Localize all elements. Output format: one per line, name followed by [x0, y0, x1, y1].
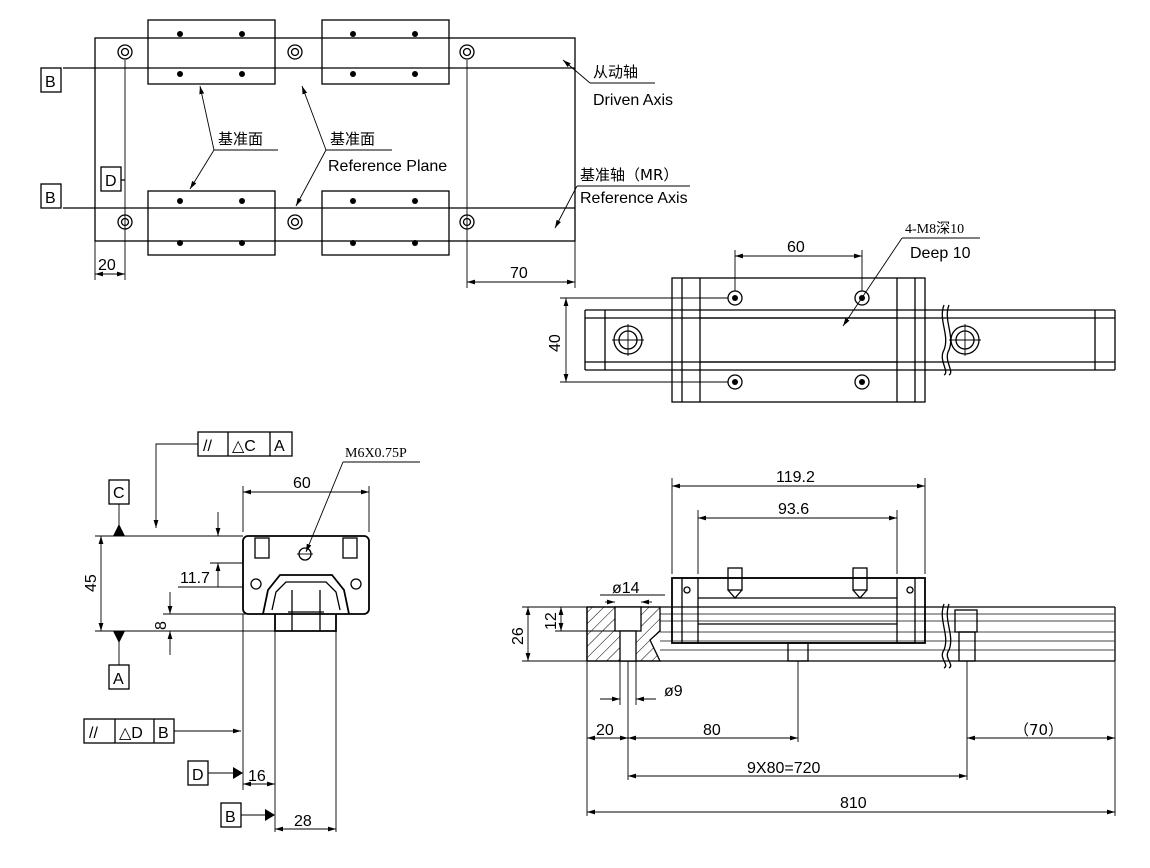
svg-text:△D: △D	[119, 725, 143, 742]
dim-12: 12	[543, 612, 560, 630]
datum-d-section: D	[192, 767, 204, 784]
dim-9x80: 9X80=720	[747, 760, 821, 777]
datum-b-section: B	[225, 809, 236, 826]
block-mount-holes	[727, 290, 870, 390]
frame-outline	[94, 37, 576, 242]
dim-phi14: ø14	[612, 580, 640, 597]
side-dim-70: （70）	[1014, 721, 1063, 739]
dim-45: 45	[83, 574, 100, 592]
carriage-block	[321, 19, 450, 85]
datum-a: A	[113, 671, 124, 688]
ref-plane-cn-2: 基准面	[330, 130, 375, 148]
ref-plane-cn-1: 基准面	[218, 130, 263, 148]
ref-axis-cn: 基准轴（MR）	[580, 166, 678, 184]
datum-d: D	[105, 173, 117, 190]
dim-phi9: ø9	[664, 683, 683, 700]
svg-text:B: B	[158, 725, 169, 742]
block-section	[242, 535, 370, 615]
side-dim-80: 80	[703, 722, 721, 739]
ref-axis-en: Reference Axis	[580, 190, 688, 207]
carriage-block	[147, 19, 276, 85]
dim-810: 810	[840, 795, 867, 812]
dim-26: 26	[510, 627, 527, 645]
side-dim-20: 20	[596, 722, 614, 739]
carriage-block	[147, 190, 276, 256]
dim-119-2: 119.2	[776, 469, 815, 486]
dim-93-6: 93.6	[778, 501, 809, 518]
ref-plane-en: Reference Plane	[328, 158, 447, 175]
svg-text:△C: △C	[232, 438, 256, 455]
slide-block-side	[671, 577, 926, 644]
carriage-block	[321, 190, 450, 256]
svg-text:A: A	[274, 438, 285, 455]
top-layout-view: B B D 20 70 从动轴 Driven Axis 基准面 基准面 Refe…	[40, 19, 690, 288]
block-top-detail: 60 40 4-M8深10 Deep 10	[547, 221, 1116, 403]
dim-8: 8	[153, 621, 170, 630]
section-dim-60: 60	[293, 475, 311, 492]
thread-note: M6X0.75P	[345, 446, 407, 461]
dim-11-7: 11.7	[180, 570, 210, 587]
detail-dim-40: 40	[547, 334, 564, 352]
datum-b-upper: B	[45, 74, 56, 91]
driven-axis-en: Driven Axis	[593, 92, 673, 109]
slide-block	[671, 277, 926, 403]
dim-28: 28	[294, 813, 312, 830]
side-view: 119.2 93.6 ø14 26 12 ø9 20	[510, 469, 1116, 816]
dim-70: 70	[510, 265, 528, 282]
hole-note-en: Deep 10	[910, 245, 971, 262]
dim-16: 16	[248, 768, 266, 785]
rail-bolts	[117, 44, 475, 230]
driven-axis-cn: 从动轴	[593, 63, 638, 81]
dim-20: 20	[98, 257, 116, 274]
detail-dim-60: 60	[787, 239, 805, 256]
svg-text://: //	[89, 725, 98, 742]
datum-b-lower: B	[45, 190, 56, 207]
hole-note: 4-M8深10	[905, 221, 964, 237]
datum-c: C	[113, 485, 125, 502]
block-holes	[177, 31, 418, 246]
svg-text://: //	[203, 438, 212, 455]
section-end-view: // △C A C A 45	[83, 431, 420, 832]
